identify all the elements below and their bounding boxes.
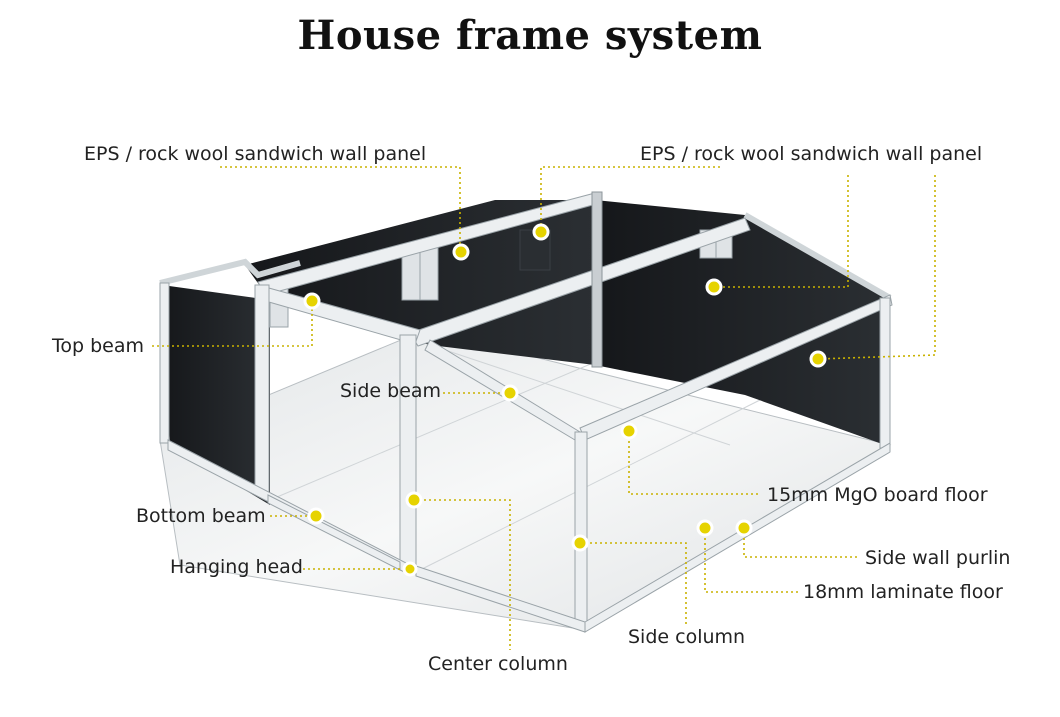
dot-side-column bbox=[571, 534, 589, 552]
gable-edge-left bbox=[159, 258, 301, 286]
floor-seams bbox=[269, 344, 761, 571]
dot-eps-right-1 bbox=[532, 223, 550, 241]
dot-laminate-floor bbox=[696, 519, 714, 537]
side-column-shape bbox=[574, 431, 588, 628]
leader-mgo-floor bbox=[628, 431, 760, 495]
dot-hanging-head bbox=[402, 561, 418, 577]
label-eps-left: EPS / rock wool sandwich wall panel bbox=[84, 143, 426, 165]
label-center-column: Center column bbox=[428, 653, 568, 675]
label-hanging-head: Hanging head bbox=[170, 556, 303, 578]
dot-mgo-floor bbox=[620, 422, 638, 440]
column-right-back bbox=[879, 297, 891, 449]
leader-top-beam bbox=[152, 301, 313, 347]
label-laminate-floor: 18mm laminate floor bbox=[803, 581, 1003, 603]
leader-side-wall-purlin bbox=[743, 528, 860, 558]
callout-labels: EPS / rock wool sandwich wall panel EPS … bbox=[51, 143, 1010, 675]
dot-eps-right-3 bbox=[809, 350, 827, 368]
leader-eps-left bbox=[220, 166, 461, 252]
diagram-title: House frame system bbox=[297, 12, 763, 59]
column-left-back bbox=[159, 282, 170, 444]
leader-center-column bbox=[414, 499, 511, 650]
gable-edge-right bbox=[743, 212, 892, 301]
dot-side-beam bbox=[501, 384, 519, 402]
column-back-center bbox=[591, 191, 603, 368]
leader-laminate-floor bbox=[704, 528, 798, 593]
dot-eps-right-2 bbox=[705, 278, 723, 296]
dot-eps-left bbox=[452, 243, 470, 261]
leader-eps-right-3 bbox=[817, 175, 936, 360]
callout-dots bbox=[303, 223, 827, 577]
label-top-beam: Top beam bbox=[51, 335, 144, 357]
leader-eps-right-2 bbox=[714, 175, 849, 288]
bottom-beam-center bbox=[267, 494, 401, 571]
label-side-beam: Side beam bbox=[340, 380, 441, 402]
label-side-column: Side column bbox=[628, 626, 745, 648]
label-mgo-floor: 15mm MgO board floor bbox=[767, 484, 988, 506]
left-wall-panel bbox=[162, 285, 270, 505]
back-right-wall-panel bbox=[595, 200, 890, 445]
dot-bottom-beam bbox=[307, 507, 325, 525]
dot-side-wall-purlin bbox=[735, 519, 753, 537]
leader-side-column bbox=[580, 542, 687, 625]
label-side-wall-purlin: Side wall purlin bbox=[865, 547, 1010, 569]
dot-center-column bbox=[405, 491, 423, 509]
label-eps-right: EPS / rock wool sandwich wall panel bbox=[640, 143, 982, 165]
dot-top-beam bbox=[303, 292, 321, 310]
label-bottom-beam: Bottom beam bbox=[136, 505, 266, 527]
center-column-shape bbox=[399, 334, 417, 571]
leader-lines bbox=[152, 166, 936, 650]
column-left-front bbox=[254, 284, 270, 496]
